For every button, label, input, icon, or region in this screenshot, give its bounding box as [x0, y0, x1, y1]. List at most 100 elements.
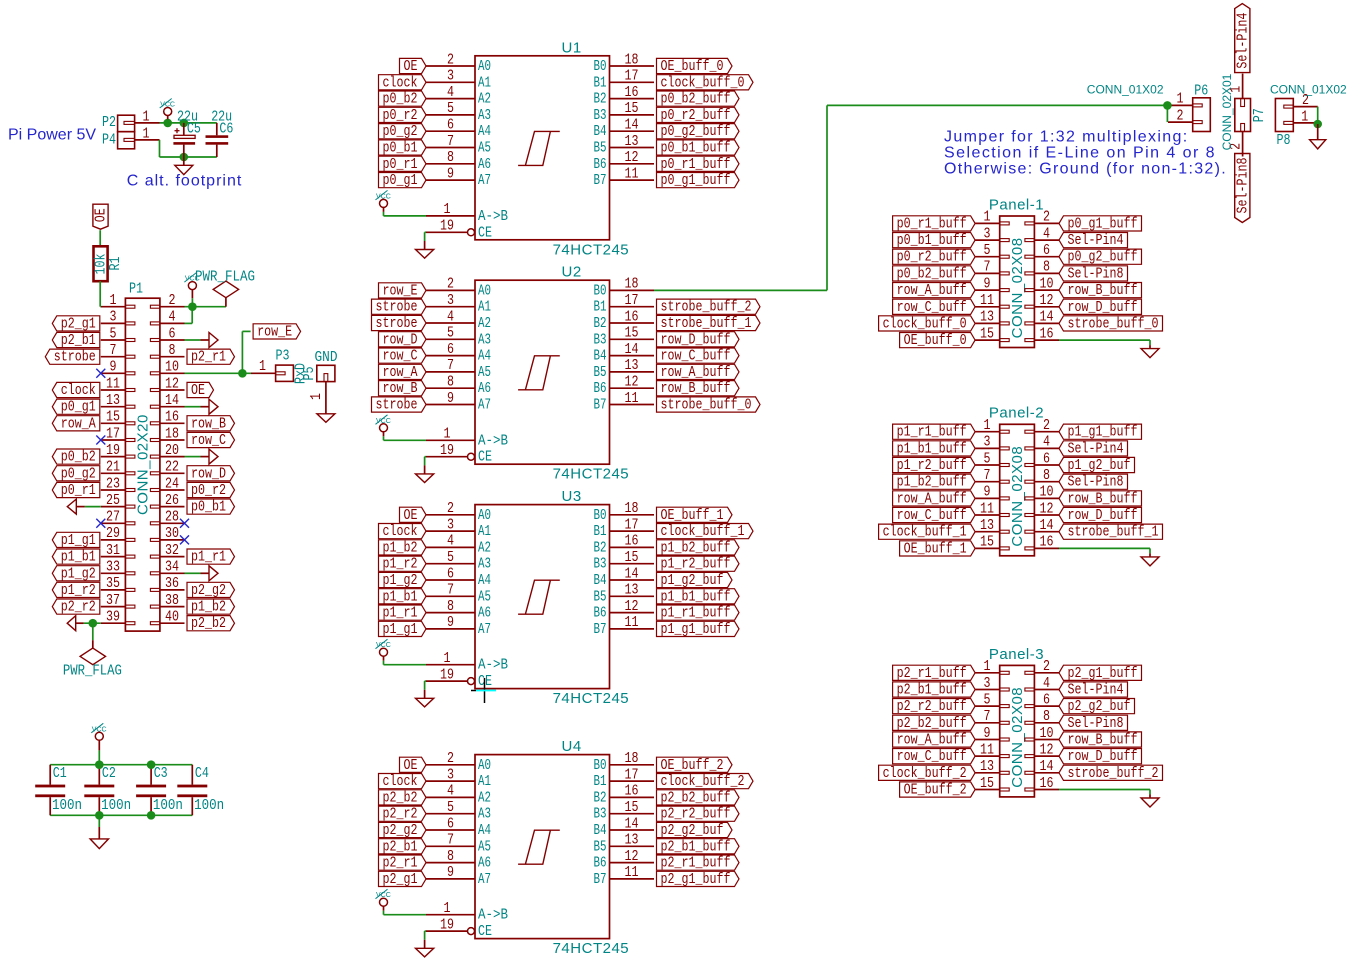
svg-text:B1: B1 [594, 523, 607, 540]
svg-text:Sel-Pin8: Sel-Pin8 [1068, 715, 1124, 732]
svg-text:16: 16 [625, 84, 639, 101]
svg-text:p1_r1_buff: p1_r1_buff [661, 605, 731, 622]
svg-text:2: 2 [1177, 107, 1184, 124]
svg-text:VCC: VCC [376, 642, 391, 649]
svg-text:9: 9 [447, 165, 454, 182]
svg-text:Sel-Pin4: Sel-Pin4 [1234, 13, 1251, 69]
svg-text:p2_b1: p2_b1 [61, 332, 96, 349]
svg-text:15: 15 [625, 799, 639, 816]
svg-text:p0_r2_buff: p0_r2_buff [661, 107, 731, 124]
svg-text:14: 14 [165, 392, 179, 409]
svg-text:row_B_buff: row_B_buff [1068, 732, 1138, 749]
svg-text:14: 14 [1040, 517, 1054, 534]
svg-text:p2_r2: p2_r2 [383, 806, 418, 823]
svg-text:17: 17 [106, 425, 120, 442]
svg-text:p1_g2: p1_g2 [383, 572, 418, 589]
svg-text:9: 9 [984, 725, 991, 742]
svg-text:34: 34 [165, 559, 179, 576]
svg-text:p1_b1_buff: p1_b1_buff [661, 588, 731, 605]
svg-text:VCC: VCC [160, 102, 175, 109]
svg-text:CONN_02X08: CONN_02X08 [1009, 687, 1026, 788]
svg-text:35: 35 [106, 575, 120, 592]
svg-text:OE: OE [404, 58, 418, 75]
svg-text:4: 4 [1043, 675, 1050, 692]
svg-text:p0_b2_buff: p0_b2_buff [661, 91, 731, 108]
svg-text:OE_buff_0: OE_buff_0 [904, 332, 967, 349]
svg-text:CONN_01X02: CONN_01X02 [1270, 83, 1347, 97]
svg-text:B4: B4 [594, 348, 607, 365]
svg-text:P8: P8 [1277, 132, 1291, 149]
svg-text:VCC: VCC [376, 193, 391, 200]
svg-text:C4: C4 [195, 765, 209, 782]
svg-text:strobe_buff_2: strobe_buff_2 [1068, 765, 1159, 782]
svg-text:1: 1 [143, 108, 150, 125]
svg-text:14: 14 [625, 341, 639, 358]
svg-text:row_C_buff: row_C_buff [897, 748, 967, 765]
svg-text:1: 1 [1228, 86, 1245, 93]
svg-text:74HCT245: 74HCT245 [553, 466, 630, 483]
svg-text:2: 2 [169, 292, 176, 309]
svg-text:p0_r2: p0_r2 [191, 482, 226, 499]
svg-text:8: 8 [447, 149, 454, 166]
svg-text:12: 12 [1040, 500, 1054, 517]
svg-text:3: 3 [984, 675, 991, 692]
svg-text:11: 11 [980, 741, 994, 758]
svg-text:17: 17 [625, 766, 639, 783]
svg-text:A4: A4 [478, 572, 491, 589]
svg-text:15: 15 [625, 325, 639, 342]
svg-text:19: 19 [106, 442, 120, 459]
svg-text:3: 3 [984, 434, 991, 451]
svg-text:p0_b1: p0_b1 [191, 499, 226, 516]
svg-text:4: 4 [169, 309, 176, 326]
svg-text:OE_buff_2: OE_buff_2 [661, 757, 724, 774]
svg-text:clock_buff_0: clock_buff_0 [883, 315, 967, 332]
svg-text:17: 17 [625, 292, 639, 309]
svg-text:A7: A7 [478, 871, 491, 888]
svg-text:clock: clock [383, 74, 418, 91]
svg-text:37: 37 [106, 592, 120, 609]
svg-text:39: 39 [106, 609, 120, 626]
svg-text:2: 2 [447, 500, 454, 517]
svg-text:12: 12 [1040, 292, 1054, 309]
svg-text:12: 12 [625, 848, 639, 865]
svg-text:row_B_buff: row_B_buff [1068, 282, 1138, 299]
svg-text:Sel-Pin8: Sel-Pin8 [1068, 265, 1124, 282]
svg-text:17: 17 [625, 68, 639, 85]
svg-text:p2_g2: p2_g2 [191, 582, 226, 599]
svg-text:13: 13 [980, 758, 994, 775]
svg-text:CE: CE [478, 923, 492, 940]
svg-text:19: 19 [440, 666, 454, 683]
svg-text:11: 11 [625, 165, 639, 182]
svg-text:16: 16 [1040, 325, 1054, 342]
svg-text:p1_r1: p1_r1 [191, 549, 226, 566]
svg-text:p1_g2_buf: p1_g2_buf [1068, 457, 1131, 474]
svg-text:p0_g1: p0_g1 [383, 172, 418, 189]
svg-text:p2_r2: p2_r2 [61, 599, 96, 616]
svg-text:p2_r1: p2_r1 [383, 855, 418, 872]
svg-text:row_B: row_B [191, 415, 226, 432]
svg-text:33: 33 [106, 559, 120, 576]
svg-text:1: 1 [444, 900, 451, 917]
svg-text:6: 6 [447, 117, 454, 134]
svg-text:p1_r1: p1_r1 [383, 605, 418, 622]
svg-text:row_E: row_E [257, 323, 292, 340]
svg-text:C1: C1 [53, 765, 67, 782]
svg-text:CONN_02X01: CONN_02X01 [1220, 73, 1234, 150]
svg-text:p2_r2_buff: p2_r2_buff [661, 806, 731, 823]
svg-text:30: 30 [165, 525, 179, 542]
svg-text:20: 20 [165, 442, 179, 459]
svg-text:strobe: strobe [376, 315, 418, 332]
svg-text:strobe_buff_2: strobe_buff_2 [661, 299, 752, 316]
svg-text:18: 18 [625, 276, 639, 293]
svg-text:B2: B2 [594, 91, 607, 108]
svg-text:p0_b2: p0_b2 [383, 91, 418, 108]
svg-text:A2: A2 [478, 91, 491, 108]
svg-text:74HCT245: 74HCT245 [553, 690, 630, 707]
svg-text:14: 14 [1040, 309, 1054, 326]
svg-text:7: 7 [447, 582, 454, 599]
svg-text:B2: B2 [594, 315, 607, 332]
svg-text:2: 2 [1043, 658, 1050, 675]
svg-text:A3: A3 [478, 331, 491, 348]
svg-text:row_D_buff: row_D_buff [661, 331, 731, 348]
svg-text:2: 2 [447, 51, 454, 68]
